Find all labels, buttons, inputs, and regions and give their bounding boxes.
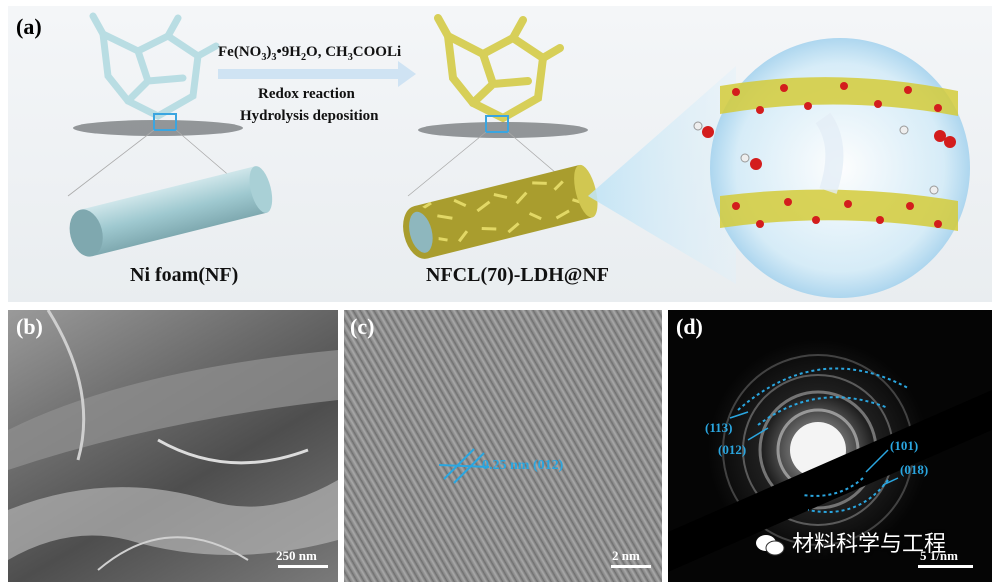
- ring-label-113: (113): [705, 420, 733, 435]
- ldh-cylinder: [403, 164, 598, 259]
- panel-a: (a): [8, 6, 992, 302]
- panel-c-hrtem-image: (c) 0.25 nm (012) 2 nm: [344, 310, 662, 582]
- reagents-text: Fe(NO3)3•9H2O, CH3COOLi: [218, 44, 402, 63]
- scale-bar: [278, 565, 328, 568]
- panel-b-label: (b): [16, 314, 43, 339]
- ring-label-018: (018): [900, 462, 929, 477]
- ni-foam-structure: [89, 12, 220, 120]
- step-2-text: Hydrolysis deposition: [240, 108, 379, 124]
- panel-b-scale-text: 250 nm: [276, 548, 317, 563]
- ldh-layers: [720, 77, 958, 231]
- panel-a-label: (a): [16, 14, 42, 39]
- ldh-foam-structure: [434, 14, 564, 123]
- panel-d-saed-image: (d) (113) (012) (101) (018) 5 1/nm: [668, 310, 992, 582]
- ring-label-101: (101): [890, 438, 919, 453]
- water-molecules: [693, 121, 956, 195]
- step-1-text: Redox reaction: [258, 86, 355, 102]
- ni-foam-cylinder: [69, 166, 273, 257]
- reaction-arrow: [218, 61, 416, 87]
- ldh-caption: NFCL(70)-LDH@NF: [426, 264, 610, 286]
- scale-bar: [918, 565, 973, 568]
- panel-c-label: (c): [350, 314, 375, 339]
- lattice-marker: [439, 448, 490, 484]
- ni-foam-caption: Ni foam(NF): [130, 264, 239, 286]
- watermark: 材料科学与工程: [755, 526, 946, 558]
- ring-label-012: (012): [718, 442, 747, 457]
- watermark-text: 材料科学与工程: [792, 532, 947, 557]
- panel-c-scale-text: 2 nm: [612, 548, 640, 563]
- lattice-spacing: 0.25 nm (012): [482, 458, 564, 473]
- panel-d-label: (d): [676, 314, 703, 339]
- wechat-icon: [755, 533, 785, 557]
- schematic: [67, 12, 970, 298]
- scale-bar: [611, 565, 651, 568]
- panel-b-sem-image: (b) 250 nm: [8, 310, 338, 582]
- beam-stopper: [668, 390, 992, 572]
- panel-d-scale-text: 5 1/nm: [920, 548, 958, 563]
